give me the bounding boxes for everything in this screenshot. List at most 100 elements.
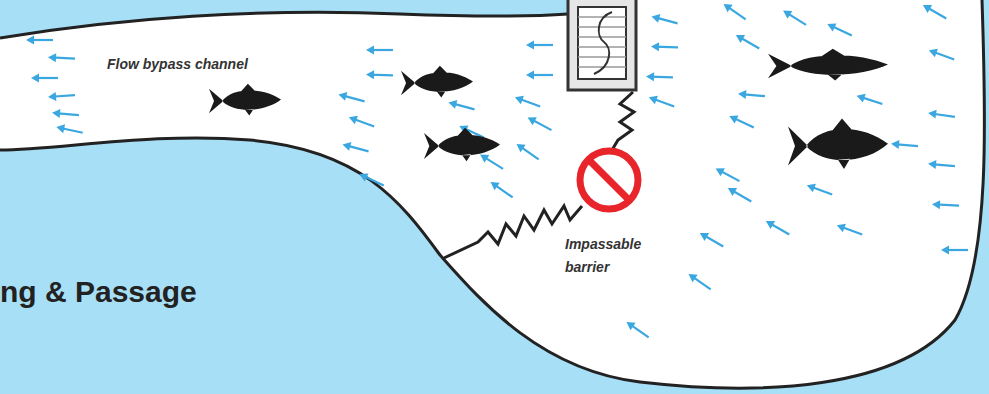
flow-arrow [31, 74, 58, 83]
sign-ring [580, 151, 638, 209]
flow-arrow [647, 93, 675, 111]
arrow-head [48, 53, 56, 62]
flow-arrow [478, 151, 506, 173]
arrow-head [835, 221, 846, 232]
flow-arrow [513, 93, 541, 111]
fish-pass-structure [568, 0, 636, 90]
arrow-head [526, 113, 537, 125]
arrow-head [928, 159, 937, 169]
fish-body [768, 49, 888, 81]
arrow-head [55, 123, 65, 133]
flow-arrow [347, 113, 375, 131]
arrow-head [52, 108, 61, 118]
arrow-head [927, 46, 938, 57]
fish-body [424, 128, 500, 161]
flow-arrow [52, 108, 80, 119]
annotation-label: Flow bypass channel [107, 53, 322, 76]
arrow-head [764, 217, 775, 229]
arrow-head [514, 140, 526, 152]
arrow-head [26, 36, 34, 45]
flow-arrow [55, 123, 83, 137]
flow-arrow [805, 181, 833, 199]
arrow-head [825, 20, 836, 32]
fish-body [788, 118, 888, 169]
fish-silhouette [209, 84, 281, 116]
heading: ng & Passage [0, 274, 197, 310]
arrow-head [337, 90, 347, 101]
arrow-head [650, 12, 660, 23]
flow-arrow [488, 178, 515, 201]
river-bank [0, 12, 568, 38]
flow-arrow [366, 46, 393, 55]
flow-arrow [721, 0, 748, 23]
arrow-head [932, 200, 940, 209]
arrow-head [646, 72, 654, 81]
fish-group [209, 49, 888, 169]
flow-arrow [928, 109, 956, 122]
arrow-head [341, 140, 351, 151]
flow-arrow [366, 70, 393, 80]
flow-arrow [651, 42, 678, 52]
arrow-head [781, 7, 793, 19]
structure-steps [578, 17, 626, 67]
structure-passage [594, 12, 612, 74]
arrow-head [447, 98, 457, 109]
arrow-head [624, 318, 636, 330]
arrow-head [526, 41, 534, 50]
arrow-head [526, 71, 534, 80]
flow-arrow [825, 20, 853, 40]
flow-arrow [698, 229, 726, 250]
arrow-head [941, 246, 949, 255]
structure-frame [568, 0, 636, 90]
arrow-head [721, 0, 733, 12]
flow-arrow [526, 113, 554, 134]
arrow-head [928, 109, 937, 119]
annotation-label: Impassable barrier [565, 233, 683, 279]
arrow-head [855, 91, 865, 102]
flow-arrow [927, 46, 955, 64]
arrow-head [366, 70, 374, 79]
flow-arrow [781, 7, 809, 29]
flow-arrow [514, 140, 541, 163]
arrow-head [31, 74, 39, 83]
flow-arrow [26, 36, 53, 45]
flow-arrow [447, 98, 475, 114]
sign-slash [589, 160, 629, 200]
barrier-line [612, 92, 634, 150]
arrow-head [651, 42, 659, 51]
flow-arrow [526, 71, 553, 80]
arrow-head [921, 1, 932, 13]
flow-arrow [764, 217, 792, 238]
arrow-head [686, 270, 698, 282]
arrow-head [366, 46, 374, 55]
flow-arrow [337, 90, 365, 106]
flow-arrow [932, 200, 959, 210]
arrow-head [347, 113, 358, 124]
flow-arrow [48, 53, 75, 63]
arrow-head [357, 170, 368, 182]
flow-arrow [738, 89, 766, 100]
fish-body [401, 66, 473, 98]
arrow-head [714, 164, 725, 176]
flow-arrow [835, 221, 863, 239]
flow-arrow [686, 270, 713, 293]
fish-silhouette [401, 66, 473, 98]
flow-arrow [891, 139, 919, 150]
flow-arrow [726, 184, 754, 205]
fish-body [209, 84, 281, 116]
fish-silhouette [788, 118, 888, 169]
arrow-head [805, 181, 816, 192]
arrow-head [513, 93, 524, 104]
barrier-line [444, 206, 582, 258]
flow-arrow [734, 31, 762, 52]
prohibition-sign [580, 151, 638, 209]
flow-arrow [714, 164, 742, 185]
flow-arrow [624, 318, 651, 341]
arrow-head [726, 184, 737, 196]
flow-arrow [526, 41, 553, 50]
arrow-head [647, 93, 658, 104]
flow-arrow [357, 170, 385, 190]
flow-arrow [855, 91, 883, 108]
